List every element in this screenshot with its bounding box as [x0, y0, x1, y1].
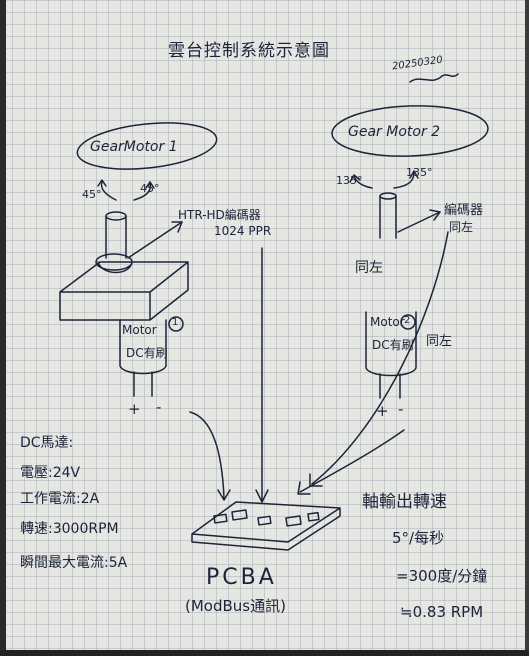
- output-speed-line3: ≒0.83 RPM: [400, 603, 484, 621]
- sheet-edge-bottom: [0, 650, 529, 656]
- motor2-minus: -: [398, 400, 404, 418]
- output-speed-line2: =300度/分鐘: [396, 567, 488, 585]
- motor1-minus: -: [156, 398, 162, 416]
- output-speed-heading: 軸輸出轉速: [362, 492, 447, 512]
- gearmotor2-ellipse: [331, 105, 489, 157]
- gearmotor2-label: Gear Motor 2: [348, 124, 441, 140]
- sheet-edge-right: [525, 0, 529, 656]
- gearmotor1-ellipse: [76, 122, 218, 170]
- motor1-angle-left: 45°: [82, 188, 102, 201]
- sheet-edge-left: [0, 0, 6, 656]
- arrow-motor1-to-pcba: [189, 411, 225, 499]
- pcba-comm-label: (ModBus通訊): [185, 597, 286, 615]
- dc-spec-peak: 瞬間最大電流:5A: [20, 555, 128, 571]
- encoder1-ppr: 1024 PPR: [214, 224, 272, 238]
- encoder2-arrow: [397, 211, 441, 233]
- motor2-same-left: 同左: [426, 334, 453, 349]
- motor1-rotation-arc-right: [133, 181, 152, 201]
- encoder2-same-left: 同左: [449, 220, 474, 234]
- gearmotor1-label: GearMotor 1: [90, 139, 178, 155]
- pcba-label: PCBA: [206, 565, 277, 590]
- motor2-angle-left: 135°: [336, 174, 363, 187]
- motor1-rotation-arc-left: [100, 181, 117, 201]
- dc-spec-heading: DC馬達:: [20, 435, 74, 451]
- motor2-rotation-arc-left: [353, 175, 373, 189]
- motor1-plus: +: [128, 400, 141, 418]
- motor2-shaft-same-left: 同左: [355, 260, 383, 276]
- motor1-platform: [59, 261, 189, 321]
- pcba-board: [191, 501, 341, 551]
- output-speed-line1: 5°/每秒: [392, 529, 445, 547]
- motor1-number: 1: [172, 317, 179, 328]
- motor2-shaft: [379, 195, 397, 239]
- motor1-angle-right: 45°: [140, 182, 160, 195]
- arrow-motor2-to-pcba: [299, 429, 405, 493]
- encoder1-arrow: [127, 221, 183, 259]
- motor2-body: [365, 311, 417, 377]
- motor2-control: DC有刷: [372, 338, 414, 352]
- dc-spec-speed: 轉速:3000RPM: [20, 521, 119, 537]
- arrow-encoder2-to-pcba: [311, 231, 449, 485]
- motor2-plus: +: [376, 402, 389, 420]
- motor2-rotation-arc-right: [393, 171, 415, 189]
- page-title: 雲台控制系統示意圖: [168, 41, 330, 61]
- dc-spec-current: 工作電流:2A: [20, 491, 100, 507]
- signature-scribble: [409, 73, 459, 83]
- motor1-shaft: [105, 215, 127, 259]
- motor2-angle-right: 135°: [406, 166, 433, 179]
- motor2-number: 2: [404, 315, 411, 326]
- motor2-label: Motor: [370, 315, 405, 329]
- motor1-body: [119, 319, 167, 375]
- dc-spec-voltage: 電壓:24V: [20, 465, 81, 481]
- encoder1-label: HTR-HD編碼器: [178, 208, 261, 222]
- motor1-control: DC有刷: [126, 346, 168, 360]
- encoder2-label: 編碼器: [444, 203, 484, 218]
- motor1-label: Motor: [122, 323, 157, 337]
